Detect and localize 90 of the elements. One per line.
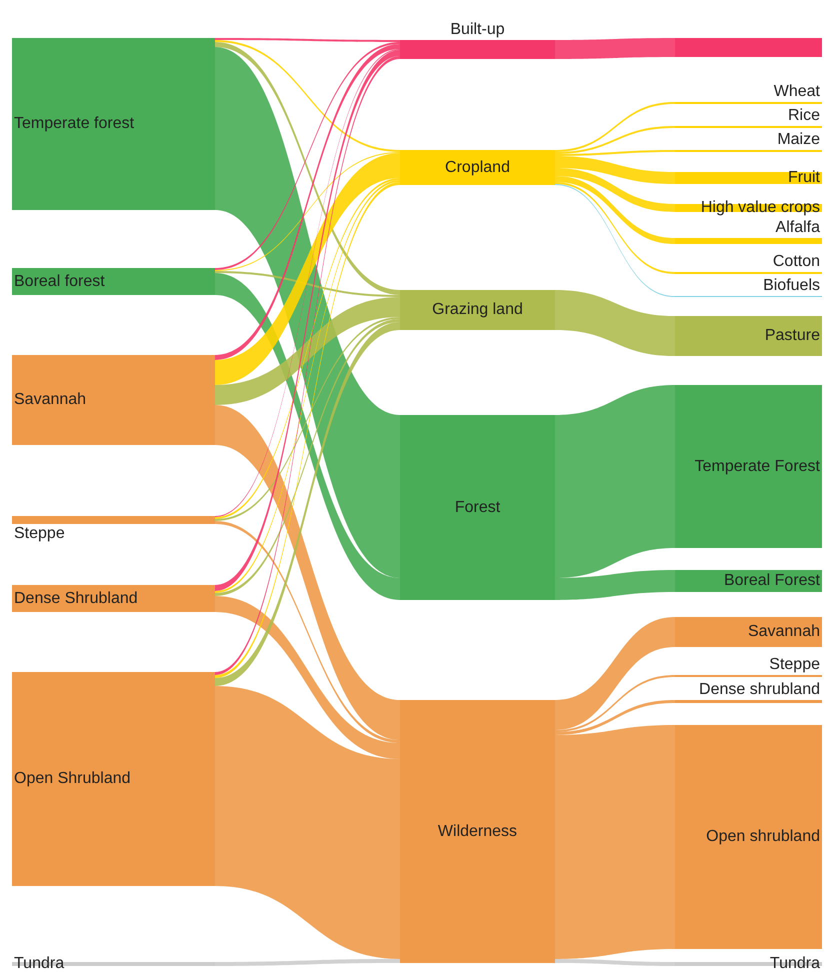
node-label: Temperate forest [14,114,134,134]
flow-band [555,617,675,730]
sankey-node [675,316,822,356]
flow-band [215,273,400,600]
sankey-node [400,700,555,963]
flow-band [555,182,675,274]
node-label: Built-up [450,20,505,40]
flow-band [215,40,400,152]
sankey-node [675,252,822,274]
node-label: Biofuels [763,276,820,296]
flow-band [555,150,675,156]
node-label: Cotton [772,252,820,272]
flow-band [555,959,675,966]
node-label: Open shrubland [706,827,820,847]
sankey-node [675,385,822,548]
flow-band [215,521,400,743]
node-label: Steppe [14,524,65,544]
flow-band [555,675,675,732]
sankey-node [675,276,822,297]
node-label: Wheat [774,82,820,102]
sankey-node [675,106,822,128]
node-label: Tundra [770,954,820,974]
flow-band [215,297,400,405]
flow-band [555,38,675,59]
sankey-node [675,198,822,218]
flow-band [215,178,400,519]
sankey-node [675,130,822,152]
flow-band [215,596,400,759]
node-label: Cropland [445,158,510,178]
flow-band [555,385,675,578]
flow-band [555,156,675,184]
node-label: Savannah [748,622,820,642]
sankey-node [12,38,215,210]
node-label: Maize [777,130,820,150]
sankey-node [675,570,822,592]
flow-band [215,322,400,686]
sankey-node [675,680,822,703]
node-label: Wilderness [438,822,518,842]
sankey-node [675,655,822,677]
sankey-node [675,82,822,104]
flow-band [555,176,675,244]
flow-band [215,153,400,385]
sankey-node [675,725,822,949]
flow-band [555,290,675,356]
node-label: Boreal Forest [724,571,820,591]
flow-band [555,184,675,297]
output-bar [675,38,822,57]
sankey-node [12,672,215,886]
flow-band [215,959,400,966]
flow-band [215,271,400,297]
flow-band [215,38,400,42]
node-label: Fruit [788,168,820,188]
node-label: Pasture [764,326,820,346]
flow-band [555,725,675,959]
node-label: Rice [788,106,820,126]
flow-band [215,182,400,678]
node-label: Forest [454,498,500,518]
flow-band [215,405,400,740]
flow-band [215,152,400,271]
node-label: Dense Shrubland [14,588,138,608]
flow-band [555,168,675,212]
node-label: Steppe [769,655,820,675]
flow-band [555,570,675,600]
sankey-node [12,516,215,544]
sankey-node [400,415,555,600]
sankey-node [400,290,555,330]
sankey-node [675,218,822,244]
sankey-node [12,585,215,612]
node-label: Open Shrubland [14,769,131,789]
flow-band [555,700,675,735]
sankey-node [12,268,215,295]
sankey-node [675,617,822,647]
sankey-node [400,20,555,59]
sankey-node [400,150,555,185]
flow-band [215,317,400,521]
node-label: Temperate Forest [694,456,820,476]
node-label: High value crops [700,198,820,218]
node-label: Alfalfa [776,218,820,238]
flow-band [215,319,400,596]
node-label: Savannah [14,390,86,410]
node-label: Grazing land [432,300,523,320]
flow-band [555,102,675,152]
node-label: Dense shrubland [699,680,820,700]
node-label: Tundra [14,954,64,974]
flow-band [215,180,400,593]
flow-band [555,126,675,154]
node-label: Boreal forest [14,272,105,292]
flow-band [215,44,400,360]
flow-band [215,686,400,959]
sankey-node [12,355,215,445]
